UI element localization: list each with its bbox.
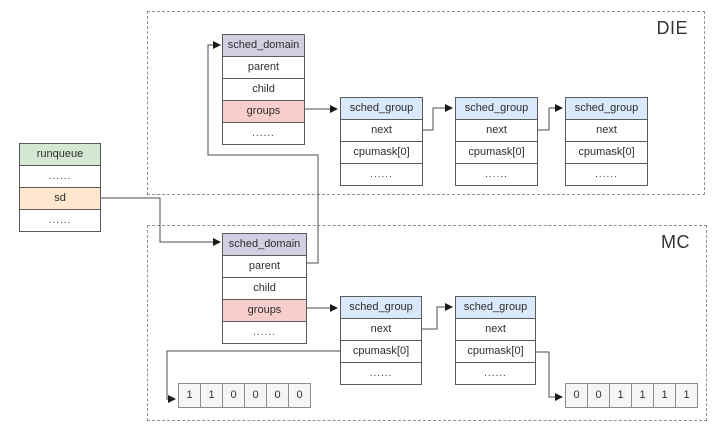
die-group2-header: sched_group: [456, 98, 537, 120]
mc-group1-next-cell: next: [341, 319, 421, 341]
mc-sched-domain-header: sched_domain: [223, 234, 306, 256]
die-group3-cpumask-cell: cpumask[0]: [566, 142, 647, 164]
runqueue-row-dots-bottom: ......: [48, 215, 72, 226]
mc-group2-next-cell: next: [456, 319, 535, 341]
die-sched-group-1-table: sched_group next cpumask[0] ......: [340, 97, 423, 186]
bit-cell: 1: [178, 383, 201, 408]
cpumask-bits-right: 0 0 1 1 1 1: [565, 383, 698, 408]
runqueue-row-sd: sd: [20, 188, 100, 210]
die-group1-next-cell: next: [341, 120, 422, 142]
mc-group1-dots-cell: ......: [369, 368, 393, 379]
mc-group1-cpumask-cell: cpumask[0]: [341, 341, 421, 363]
die-domain-box: DIE: [147, 11, 705, 195]
arrow-mc-group2-cpumask-to-bits: [534, 351, 563, 401]
runqueue-row-dots-top: ......: [20, 166, 100, 188]
die-group3-next-cell: next: [566, 120, 647, 142]
runqueue-header: runqueue: [20, 144, 100, 166]
mc-sched-domain-table: sched_domain parent child groups ......: [222, 233, 307, 344]
bit-cell: 1: [609, 383, 632, 408]
mc-dots-cell: ......: [253, 327, 276, 338]
die-sched-group-2-table: sched_group next cpumask[0] ......: [455, 97, 538, 186]
die-parent-cell: parent: [223, 57, 304, 79]
bit-cell: 0: [222, 383, 245, 408]
die-group2-dots-cell: ......: [485, 169, 508, 180]
bit-cell: 1: [653, 383, 676, 408]
mc-group2-dots-cell: ......: [484, 368, 507, 379]
mc-label: MC: [661, 232, 690, 252]
die-label: DIE: [656, 18, 688, 38]
arrow-mc-parent-to-die-sched-domain: [207, 41, 319, 264]
die-groups-cell: groups: [223, 101, 304, 123]
die-group3-header: sched_group: [566, 98, 647, 120]
mc-groups-cell: groups: [223, 300, 306, 322]
die-dots-cell: ......: [252, 128, 275, 139]
arrow-sd-to-mc-sched-domain: [99, 197, 221, 246]
bit-cell: 0: [565, 383, 588, 408]
cpumask-bits-left: 1 1 0 0 0 0: [178, 383, 311, 408]
arrow-die-group2-next-to-group3: [536, 104, 563, 131]
die-group2-next-cell: next: [456, 120, 537, 142]
arrow-die-group1-next-to-group2: [421, 104, 453, 131]
arrow-mc-group1-next-to-group2: [420, 303, 453, 330]
die-group2-cpumask-cell: cpumask[0]: [456, 142, 537, 164]
die-sched-domain-table: sched_domain parent child groups ......: [222, 34, 305, 145]
bit-cell: 1: [200, 383, 223, 408]
bit-cell: 0: [266, 383, 289, 408]
die-group1-header: sched_group: [341, 98, 422, 120]
bit-cell: 0: [288, 383, 311, 408]
bit-cell: 0: [244, 383, 267, 408]
die-group1-cpumask-cell: cpumask[0]: [341, 142, 422, 164]
bit-cell: 1: [675, 383, 698, 408]
mc-group2-cpumask-cell: cpumask[0]: [456, 341, 535, 363]
bit-cell: 0: [587, 383, 610, 408]
mc-sched-group-2-table: sched_group next cpumask[0] ......: [455, 296, 536, 385]
die-sched-domain-header: sched_domain: [223, 35, 304, 57]
die-child-cell: child: [223, 79, 304, 101]
runqueue-table: runqueue ...... sd ......: [19, 143, 101, 232]
die-sched-group-3-table: sched_group next cpumask[0] ......: [565, 97, 648, 186]
mc-child-cell: child: [223, 278, 306, 300]
die-group3-dots-cell: ......: [595, 169, 618, 180]
bit-cell: 1: [631, 383, 654, 408]
die-group1-dots-cell: ......: [370, 169, 393, 180]
mc-domain-box: MC: [147, 225, 707, 421]
mc-group2-header: sched_group: [456, 297, 535, 319]
mc-group1-header: sched_group: [341, 297, 421, 319]
mc-sched-group-1-table: sched_group next cpumask[0] ......: [340, 296, 422, 385]
mc-parent-cell: parent: [223, 256, 306, 278]
arrow-mc-group1-cpumask-to-bits: [166, 350, 340, 403]
